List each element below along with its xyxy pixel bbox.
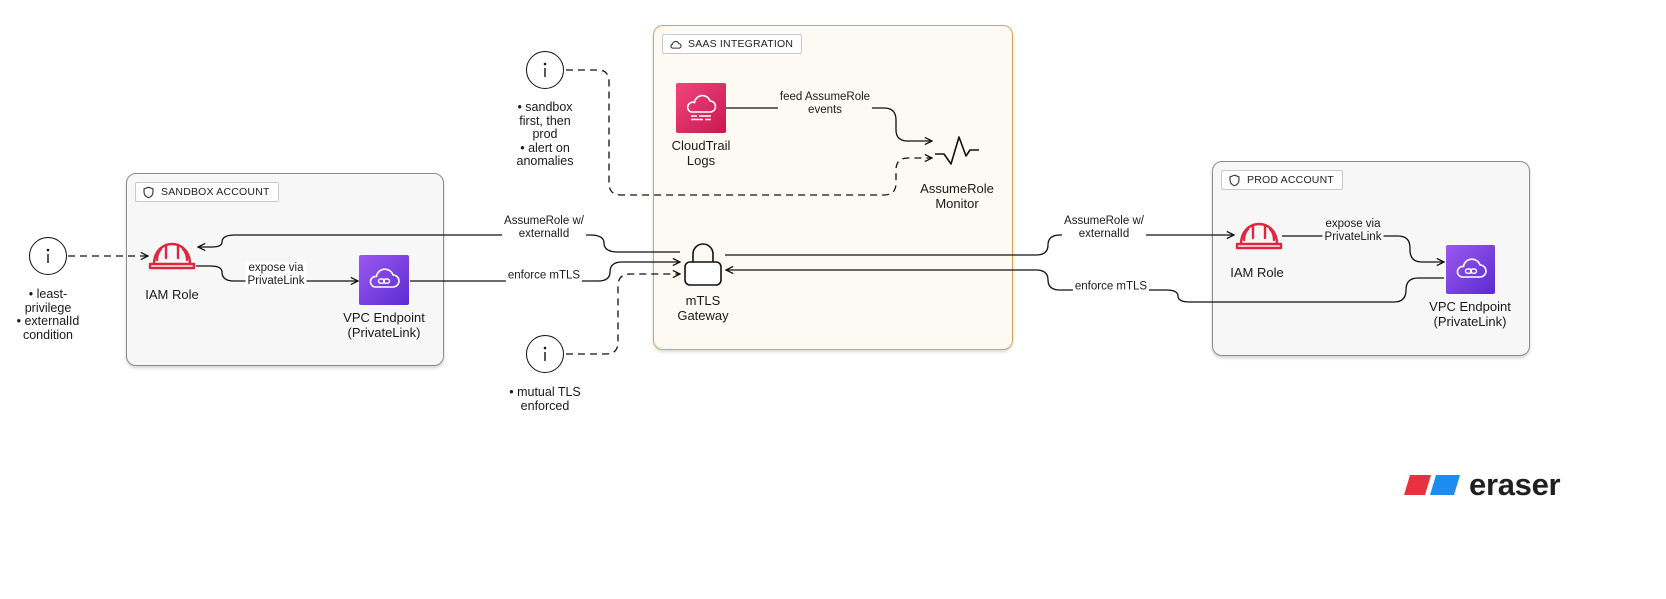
shield-icon [1229,174,1240,186]
note-line: privilege [24,300,72,315]
note-line: • alert on [520,140,570,155]
group-label: PROD ACCOUNT [1221,170,1343,190]
edge-label-line: PrivateLink [247,275,305,287]
note-line: • externalId [16,314,80,328]
lock-icon[interactable] [681,240,725,288]
note-line: first, then [519,113,571,128]
edge-top-note-to-monitor[interactable] [566,69,932,196]
edge-label-prod-mtls: enforce mTLS [1072,280,1150,294]
prod-vpc-endpoint-node[interactable] [1446,245,1495,294]
note-line: prod [532,127,558,141]
edge-label-line: expose via [1325,218,1381,230]
node-label-line: (PrivateLink) [1433,314,1507,329]
note-line: anomalies [516,154,574,168]
group-label-text: SANDBOX ACCOUNT [161,186,270,198]
edge-sandbox-mtls[interactable] [410,262,680,282]
node-label-sandbox-iam: IAM Role [145,287,199,302]
edge-feed[interactable] [726,107,932,141]
node-label-sandbox-vpc: VPC Endpoint (PrivateLink) [343,310,425,340]
edge-label-line: expose via [248,262,304,274]
node-label-line: VPC Endpoint [1429,299,1511,314]
brand-name: eraser [1469,467,1561,502]
eraser-brand-logo[interactable]: eraser [1403,467,1561,502]
note-line: enforced [520,398,570,413]
shield-icon [143,186,154,198]
cloud-logs-icon [686,94,717,121]
cloud-icon [670,40,682,49]
edge-label-line: enforce mTLS [507,269,581,282]
hardhat-icon[interactable] [148,240,196,272]
node-label-gateway: mTLS Gateway [677,293,728,323]
edge-label-prod-expose: expose via PrivateLink [1322,218,1384,244]
group-prod-account[interactable]: PROD ACCOUNT [1212,161,1530,356]
node-label-cloudtrail: CloudTrail Logs [672,138,731,168]
edge-label-line: enforce mTLS [1074,280,1148,293]
node-label-line: CloudTrail [671,138,731,153]
note-line: • mutual TLS [509,385,581,399]
group-label-text: PROD ACCOUNT [1247,174,1334,186]
hardhat-icon[interactable] [1235,220,1283,252]
group-label: SAAS INTEGRATION [662,34,803,54]
node-label-line: Logs [686,153,716,168]
edge-bottom-note-to-gateway[interactable] [566,274,680,355]
eraser-logo-icon [1404,475,1460,495]
edge-label-line: AssumeRole w/ [1064,215,1144,227]
node-label-line: VPC Endpoint [343,310,425,325]
node-label-monitor: AssumeRole Monitor [920,181,994,211]
edge-sandbox-assume[interactable] [198,234,680,253]
note-text-top: • sandbox first, then prod • alert on an… [516,100,574,169]
node-label-line: Monitor [935,196,979,211]
group-label: SANDBOX ACCOUNT [135,182,279,202]
edge-prod-mtls[interactable] [726,270,1444,303]
cloud-link-icon [1456,257,1487,278]
cloudtrail-logs-node[interactable] [676,83,726,133]
note-line: • sandbox [517,100,573,114]
info-icon [543,346,547,361]
edge-label-sandbox-assume: AssumeRole w/ externalId [502,215,586,241]
edge-label-feed: feed AssumeRole events [777,91,873,117]
edge-prod-expose[interactable] [1282,235,1444,262]
note-line: condition [22,327,74,342]
note-line: • least- [28,287,68,301]
edge-label-line: PrivateLink [1324,231,1382,243]
info-note-bottom[interactable] [526,335,564,373]
group-saas-integration[interactable]: SAAS INTEGRATION [653,25,1013,350]
node-label-line: (PrivateLink) [347,325,421,340]
info-icon [543,62,547,77]
edge-label-line: externalId [518,228,570,240]
sandbox-vpc-endpoint-node[interactable] [359,255,409,305]
edge-label-line: AssumeRole w/ [504,215,584,227]
edge-label-line: externalId [1078,228,1130,240]
edge-label-prod-assume: AssumeRole w/ externalId [1062,215,1146,241]
edge-label-sandbox-expose: expose via PrivateLink [245,262,307,288]
node-label-line: Gateway [677,308,729,323]
info-icon [46,248,50,263]
node-label-prod-iam: IAM Role [1230,265,1284,280]
note-text-bottom: • mutual TLS enforced [509,385,581,413]
pulse-icon[interactable] [934,134,980,166]
info-note-sandbox[interactable] [29,237,67,275]
info-note-top[interactable] [526,51,564,89]
edge-sandbox-expose[interactable] [196,265,358,281]
edge-label-sandbox-mtls: enforce mTLS [505,269,583,283]
note-text-sandbox: • least- privilege • externalId conditio… [16,287,80,342]
edge-prod-assume[interactable] [725,235,1234,256]
node-label-prod-vpc: VPC Endpoint (PrivateLink) [1429,299,1511,329]
edge-label-line: events [808,104,842,116]
group-label-text: SAAS INTEGRATION [688,38,794,50]
node-label-line: AssumeRole [920,181,994,196]
cloud-link-icon [369,268,400,288]
edge-label-line: feed AssumeRole [779,91,871,103]
node-label-line: mTLS [685,293,721,308]
